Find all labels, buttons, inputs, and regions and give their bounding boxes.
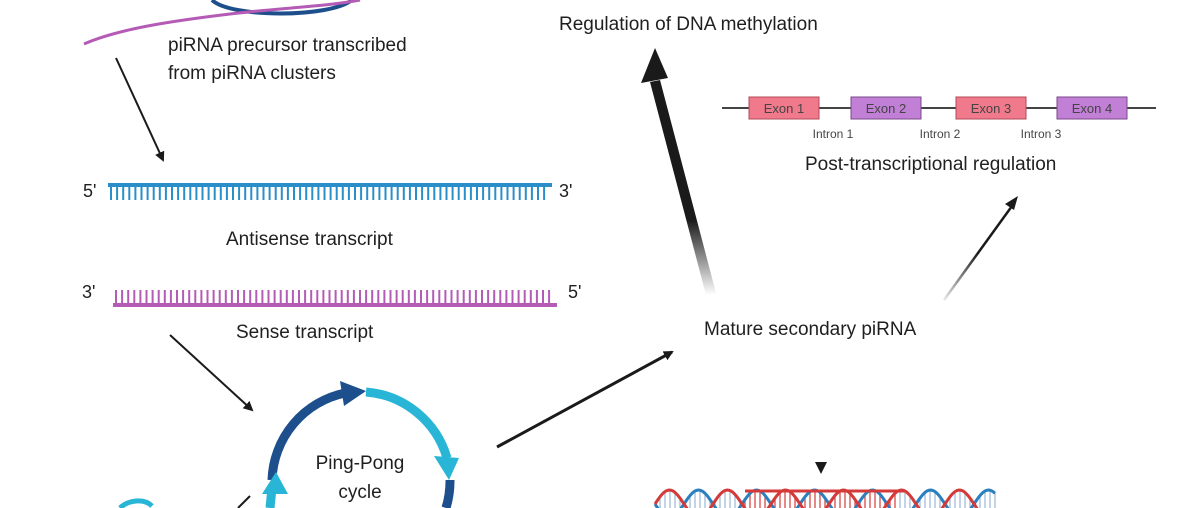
sense-3prime-label: 3' (82, 282, 95, 302)
sense-5prime-label: 5' (568, 282, 581, 302)
pingpong-cycle-illustration (118, 381, 459, 508)
post-transcriptional-label: Post-transcriptional regulation (805, 154, 1056, 175)
precursor-label-line1: piRNA precursor transcribed (168, 35, 407, 56)
exon-1: Exon 1 (748, 96, 820, 120)
sense-strand (113, 290, 557, 307)
arrow-pingpong-to-mature (496, 350, 674, 449)
arrow-sense-to-pingpong (169, 334, 254, 412)
exon-4: Exon 4 (1056, 96, 1128, 120)
exon-2: Exon 2 (850, 96, 922, 120)
intron-2-label: Intron 2 (920, 127, 961, 141)
antisense-3prime-label: 3' (559, 181, 572, 201)
arrow-precursor-to-antisense (115, 57, 165, 162)
gene-structure: Exon 1 Exon 2 Exon 3 Exon 4 Intron 1 Int… (722, 96, 1156, 141)
exon-1-label: Exon 1 (764, 101, 804, 116)
antisense-5prime-label: 5' (83, 181, 96, 201)
antisense-transcript-label: Antisense transcript (226, 229, 394, 250)
dna-helix-illustration (653, 488, 996, 508)
exon-3-label: Exon 3 (971, 101, 1011, 116)
pingpong-label-line2: cycle (338, 482, 381, 503)
exon-2-label: Exon 2 (866, 101, 906, 116)
exon-4-label: Exon 4 (1072, 101, 1112, 116)
intron-1-label: Intron 1 (813, 127, 854, 141)
exon-3: Exon 3 (955, 96, 1027, 120)
pingpong-label-line1: Ping-Pong (316, 453, 405, 474)
sense-transcript-label: Sense transcript (236, 322, 374, 343)
arrow-mature-to-post-transcriptional (942, 196, 1018, 301)
pirna-precursor-illustration (83, 0, 361, 46)
arrow-mature-to-methylation (641, 48, 716, 295)
arrow-mature-to-dna (815, 356, 827, 474)
dna-methylation-label: Regulation of DNA methylation (559, 14, 818, 35)
mature-pirna-label: Mature secondary piRNA (704, 319, 917, 340)
antisense-strand (108, 183, 552, 200)
intron-3-label: Intron 3 (1021, 127, 1062, 141)
precursor-label-line2: from piRNA clusters (168, 63, 336, 84)
